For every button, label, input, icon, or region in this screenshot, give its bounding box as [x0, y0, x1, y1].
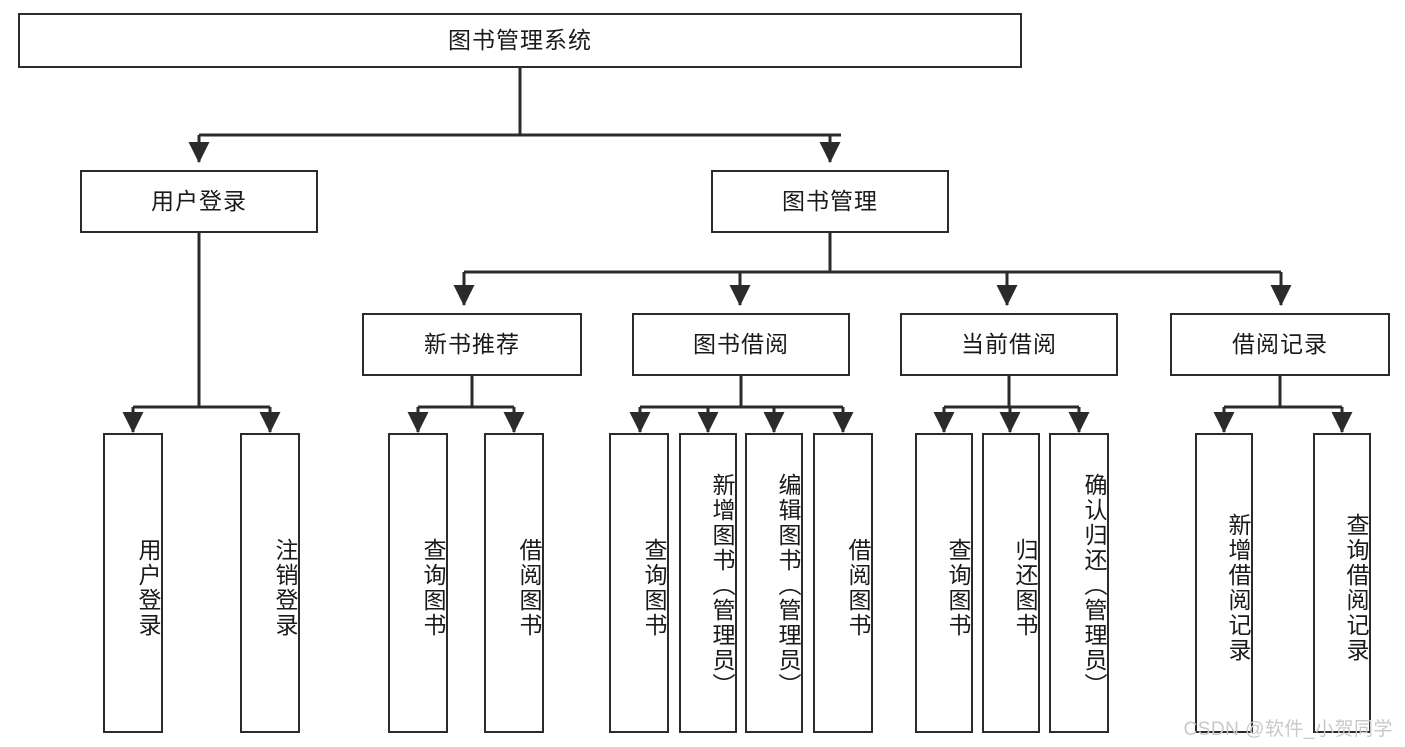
leaf-borrow-book-2-label: 借阅图书: [845, 538, 871, 638]
leaf-return-book-label: 归还图书: [1012, 538, 1038, 638]
node-new-book-rec-label: 新书推荐: [424, 330, 520, 357]
leaf-add-record-label: 新增借阅记录: [1225, 513, 1251, 663]
leaf-add-book[interactable]: 新增图书（管理员）: [679, 433, 737, 733]
leaf-logout[interactable]: 注销登录: [240, 433, 300, 733]
node-user-login-label: 用户登录: [151, 187, 247, 214]
leaf-confirm-return[interactable]: 确认归还（管理员）: [1049, 433, 1109, 733]
leaf-query-book-1[interactable]: 查询图书: [388, 433, 448, 733]
leaf-borrow-book-2[interactable]: 借阅图书: [813, 433, 873, 733]
leaf-query-book-3[interactable]: 查询图书: [915, 433, 973, 733]
leaf-query-book-1-label: 查询图书: [420, 538, 446, 638]
leaf-add-record[interactable]: 新增借阅记录: [1195, 433, 1253, 733]
node-borrow-record-label: 借阅记录: [1232, 330, 1328, 357]
node-root[interactable]: 图书管理系统: [18, 13, 1022, 68]
node-new-book-rec[interactable]: 新书推荐: [362, 313, 582, 376]
leaf-user-login-label: 用户登录: [135, 538, 161, 638]
node-book-manage-label: 图书管理: [782, 187, 878, 214]
leaf-user-login[interactable]: 用户登录: [103, 433, 163, 733]
node-user-login[interactable]: 用户登录: [80, 170, 318, 233]
leaf-query-book-2-label: 查询图书: [641, 538, 667, 638]
leaf-query-record[interactable]: 查询借阅记录: [1313, 433, 1371, 733]
leaf-query-book-2[interactable]: 查询图书: [609, 433, 669, 733]
leaf-confirm-return-label: 确认归还（管理员）: [1081, 472, 1107, 698]
leaf-query-record-label: 查询借阅记录: [1343, 513, 1369, 663]
leaf-borrow-book-1[interactable]: 借阅图书: [484, 433, 544, 733]
node-current-borrow[interactable]: 当前借阅: [900, 313, 1118, 376]
leaf-edit-book[interactable]: 编辑图书（管理员）: [745, 433, 803, 733]
leaf-logout-label: 注销登录: [272, 538, 298, 638]
node-book-manage[interactable]: 图书管理: [711, 170, 949, 233]
leaf-query-book-3-label: 查询图书: [945, 538, 971, 638]
node-book-borrow[interactable]: 图书借阅: [632, 313, 850, 376]
node-borrow-record[interactable]: 借阅记录: [1170, 313, 1390, 376]
leaf-add-book-label: 新增图书（管理员）: [709, 472, 735, 698]
leaf-borrow-book-1-label: 借阅图书: [516, 538, 542, 638]
node-book-borrow-label: 图书借阅: [693, 330, 789, 357]
node-current-borrow-label: 当前借阅: [961, 330, 1057, 357]
watermark: CSDN @软件_小贺同学: [1183, 719, 1393, 740]
leaf-edit-book-label: 编辑图书（管理员）: [775, 472, 801, 698]
leaf-return-book[interactable]: 归还图书: [982, 433, 1040, 733]
node-root-label: 图书管理系统: [448, 26, 592, 53]
